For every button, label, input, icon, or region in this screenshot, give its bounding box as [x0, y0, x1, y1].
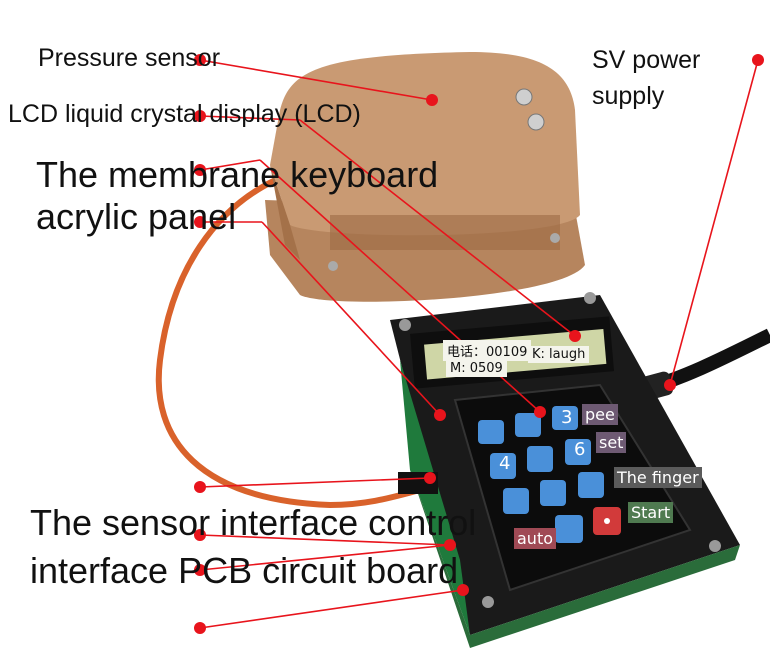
keypad-key — [503, 488, 529, 514]
label-pcb-2: interface PCB circuit board — [30, 550, 459, 591]
keypad-key — [540, 480, 566, 506]
callout-dots — [194, 54, 764, 634]
lcd-right: K: laugh — [528, 346, 590, 363]
keypad-key-label: 3 — [561, 407, 573, 428]
keypad-key-label: 6 — [574, 439, 586, 460]
keypad-key — [478, 420, 504, 444]
callout-lines — [199, 59, 759, 629]
keypad-tag-finger: The finger — [614, 467, 702, 488]
sensor-cable — [155, 167, 421, 509]
keypad-key — [565, 439, 591, 465]
keypad-tag-set: set — [596, 432, 627, 453]
membrane-keypad — [453, 383, 692, 592]
label-keyboard-2: acrylic panel — [36, 196, 237, 237]
label-pressure-sensor: Pressure sensor — [38, 44, 221, 72]
keypad-tag-auto: auto — [514, 528, 557, 549]
lcd-line1: 电话：00109 — [443, 340, 532, 361]
label-lcd: LCD liquid crystal display (LCD) — [8, 100, 361, 128]
pressure-sensor-board — [265, 52, 585, 302]
keypad-key — [515, 413, 541, 437]
keypad-tag-pee: pee — [582, 404, 618, 425]
keypad-key — [527, 446, 553, 472]
keypad-key — [490, 453, 516, 479]
keypad-key — [555, 515, 583, 543]
label-power-2: supply — [592, 82, 665, 110]
keypad-key — [578, 472, 604, 498]
keypad-tag-start: Start — [628, 502, 674, 523]
label-pcb-1: The sensor interface control — [30, 502, 477, 543]
label-power-1: SV power — [592, 46, 701, 74]
keypad-key-label: 4 — [499, 453, 511, 474]
lcd-line2: M: 0509 — [446, 360, 507, 377]
keypad-key — [552, 406, 578, 430]
label-keyboard-1: The membrane keyboard — [36, 154, 439, 195]
